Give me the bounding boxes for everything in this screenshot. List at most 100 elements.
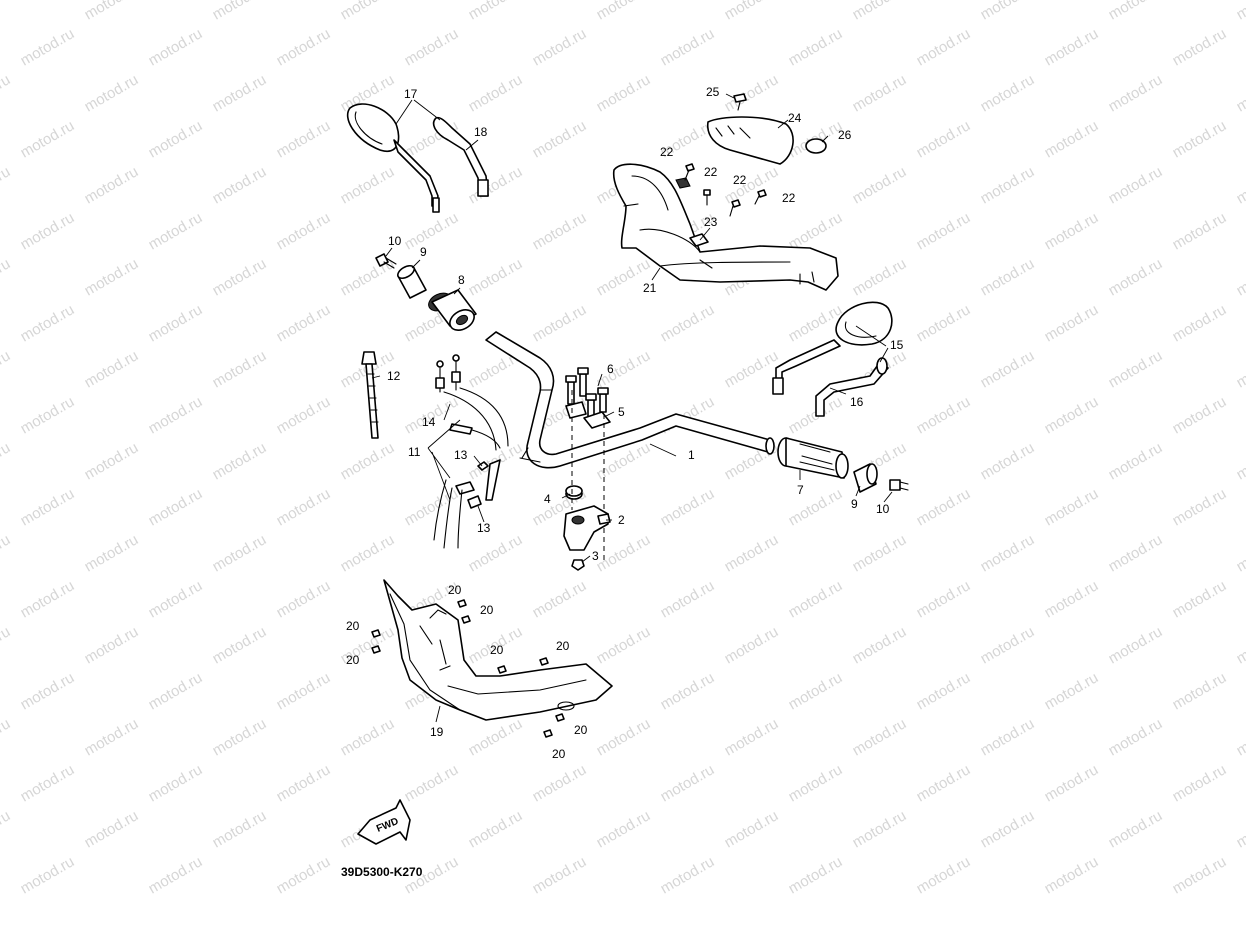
watermark-text: motod.ru [210,347,270,391]
watermark-text: motod.ru [210,531,270,575]
callout-7: 7 [797,483,804,497]
watermark-text: motod.ru [146,853,206,897]
watermark-text: motod.ru [82,255,142,299]
watermark-text: motod.ru [466,715,526,759]
watermark-text: motod.ru [1234,531,1246,575]
callout-11: 11 [408,445,421,459]
watermark-text: motod.ru [914,25,974,69]
watermark-text: motod.ru [1042,761,1102,805]
watermark-text: motod.ru [850,623,910,667]
watermark-text: motod.ru [274,393,334,437]
mirror-left [346,103,440,213]
watermark-text: motod.ru [146,577,206,621]
watermark-text: motod.ru [1106,347,1166,391]
watermark-text: motod.ru [722,0,782,23]
watermark-text: motod.ru [978,347,1038,391]
callout-17: 17 [404,87,418,101]
callout-22-a: 22 [660,145,674,159]
watermark-text: motod.ru [658,853,718,897]
watermark-text: motod.ru [530,301,590,345]
watermark-text: motod.ru [658,25,718,69]
watermark-text: motod.ru [1170,393,1230,437]
watermark-text: motod.ru [530,577,590,621]
watermark-text: motod.ru [466,71,526,115]
callout-20-a: 20 [346,619,360,633]
callout-8: 8 [458,273,465,287]
callout-26: 26 [838,128,852,142]
cable-band [361,351,379,439]
callout-13-b: 13 [477,521,491,535]
watermark-text: motod.ru [1234,807,1246,851]
mirror-rod-left [432,116,489,197]
callout-22-d: 22 [782,191,796,205]
watermark-text: motod.ru [1234,163,1246,207]
watermark-text: motod.ru [786,485,846,529]
callout-20-g: 20 [574,723,588,737]
watermark-text: motod.ru [1234,71,1246,115]
callout-16: 16 [850,395,864,409]
watermark-text: motod.ru [274,485,334,529]
watermark-text: motod.ru [1042,577,1102,621]
watermark-text: motod.ru [18,853,78,897]
watermark-text: motod.ru [1042,393,1102,437]
watermark-text: motod.ru [402,209,462,253]
callout-23: 23 [704,215,718,229]
watermark-text: motod.ru [274,209,334,253]
watermark-text: motod.ru [978,715,1038,759]
watermark-text: motod.ru [786,577,846,621]
watermark-text: motod.ru [338,439,398,483]
watermark-text: motod.ru [722,715,782,759]
forward-arrow-icon: FWD [357,799,411,845]
cover-upper [612,163,839,291]
watermark-text: motod.ru [786,669,846,713]
watermark-text: motod.ru [18,393,78,437]
watermark-text: motod.ru [978,439,1038,483]
watermark-text: motod.ru [530,117,590,161]
watermark-text: motod.ru [146,117,206,161]
watermark-text: motod.ru [1042,209,1102,253]
watermark-text: motod.ru [1042,669,1102,713]
watermark-text: motod.ru [466,255,526,299]
watermark-text: motod.ru [658,301,718,345]
callout-15: 15 [890,338,904,352]
watermark-text: motod.ru [82,163,142,207]
watermark-text: motod.ru [594,715,654,759]
watermark-text: motod.ru [594,807,654,851]
watermark-text: motod.ru [466,0,526,23]
callout-18: 18 [474,125,488,139]
watermark-text: motod.ru [210,255,270,299]
watermark-text: motod.ru [1042,853,1102,897]
watermark-text: motod.ru [146,761,206,805]
watermark-text: motod.ru [0,163,13,207]
screw-left [375,253,397,269]
watermark-text: motod.ru [1042,301,1102,345]
callout-20-h: 20 [552,747,566,761]
watermark-text: motod.ru [338,163,398,207]
throttle-cables [435,354,509,451]
watermark-text: motod.ru [146,209,206,253]
watermark-text: motod.ru [978,255,1038,299]
watermark-text: motod.ru [850,807,910,851]
watermark-text: motod.ru [1106,163,1166,207]
watermark-text: motod.ru [1234,715,1246,759]
watermark-text: motod.ru [1106,807,1166,851]
watermark-text: motod.ru [82,623,142,667]
watermark-text: motod.ru [1106,439,1166,483]
watermark-text: motod.ru [530,761,590,805]
watermark-text: motod.ru [146,485,206,529]
watermark-text: motod.ru [82,439,142,483]
callout-20-b: 20 [346,653,360,667]
watermark-text: motod.ru [530,853,590,897]
callout-5: 5 [618,405,625,419]
watermark-text: motod.ru [978,0,1038,23]
watermark-text: motod.ru [594,0,654,23]
watermark-text: motod.ru [274,853,334,897]
callout-20-f: 20 [556,639,570,653]
watermark-text: motod.ru [978,531,1038,575]
watermark-text: motod.ru [18,485,78,529]
watermark-text: motod.ru [914,485,974,529]
throttle-grip [428,289,477,331]
watermark-text: motod.ru [786,301,846,345]
watermark-text: motod.ru [274,25,334,69]
watermark-text: motod.ru [850,255,910,299]
